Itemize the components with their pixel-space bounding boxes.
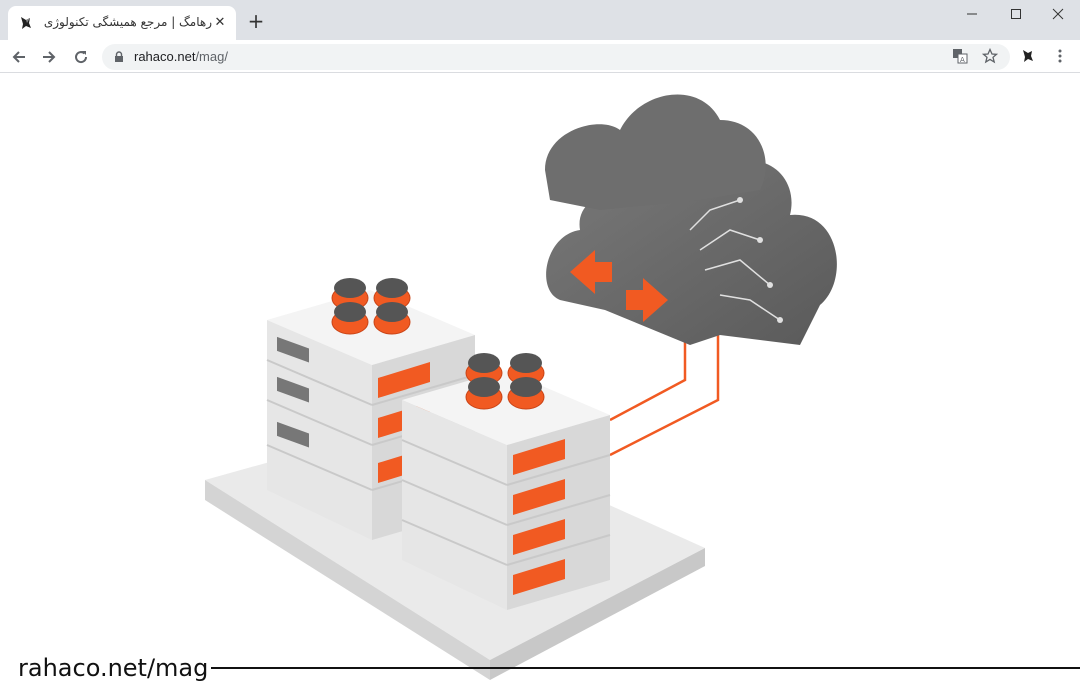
arrow-right-icon bbox=[43, 51, 56, 63]
browser-tab[interactable]: رهامگ | مرجع همیشگی تکنولوژی | ✕ bbox=[8, 6, 236, 40]
translate-icon: A bbox=[953, 49, 968, 64]
browser-toolbar: rahaco.net/mag/ A bbox=[0, 40, 1080, 73]
close-window-button[interactable] bbox=[1036, 0, 1080, 28]
menu-button[interactable] bbox=[1050, 46, 1070, 66]
star-icon bbox=[982, 48, 998, 64]
translate-button[interactable]: A bbox=[950, 46, 970, 66]
fans-right bbox=[465, 353, 545, 410]
minimize-button[interactable] bbox=[950, 0, 994, 28]
close-icon bbox=[1052, 8, 1064, 20]
new-tab-button[interactable]: + bbox=[247, 9, 265, 33]
more-vertical-icon bbox=[1058, 49, 1062, 63]
back-button[interactable] bbox=[8, 46, 30, 68]
reload-button[interactable] bbox=[70, 46, 92, 68]
cloud-server-illustration bbox=[205, 94, 837, 680]
url-path: /mag/ bbox=[195, 49, 228, 64]
footer-divider bbox=[211, 667, 1080, 669]
forward-button[interactable] bbox=[38, 46, 60, 68]
bookmark-button[interactable] bbox=[980, 46, 1000, 66]
server-tower-right bbox=[401, 370, 611, 610]
address-bar[interactable]: rahaco.net/mag/ bbox=[102, 44, 1010, 70]
cloud-shape bbox=[545, 94, 837, 345]
maximize-button[interactable] bbox=[994, 0, 1038, 28]
lock-icon bbox=[115, 51, 123, 62]
tab-title: رهامگ | مرجع همیشگی تکنولوژی | bbox=[42, 15, 212, 29]
extension-button[interactable] bbox=[1018, 46, 1038, 66]
url-text: rahaco.net/mag/ bbox=[134, 49, 228, 64]
url-domain: rahaco.net bbox=[134, 49, 196, 64]
connection-lines bbox=[609, 330, 720, 457]
arrow-left-icon bbox=[12, 51, 25, 63]
tab-close-icon[interactable]: ✕ bbox=[214, 15, 226, 30]
site-favicon-icon bbox=[21, 17, 31, 29]
svg-text:A: A bbox=[960, 56, 965, 64]
reload-icon bbox=[75, 51, 88, 64]
cloud-arrows bbox=[570, 250, 668, 322]
maximize-icon bbox=[1011, 9, 1021, 19]
minimize-icon bbox=[967, 13, 977, 15]
browser-title-bar: رهامگ | مرجع همیشگی تکنولوژی | ✕ + bbox=[0, 0, 1080, 40]
fans-left bbox=[331, 278, 411, 335]
page-content bbox=[0, 73, 1080, 686]
site-extension-icon bbox=[1023, 50, 1033, 62]
brand-watermark: rahaco.net/mag bbox=[18, 654, 209, 682]
